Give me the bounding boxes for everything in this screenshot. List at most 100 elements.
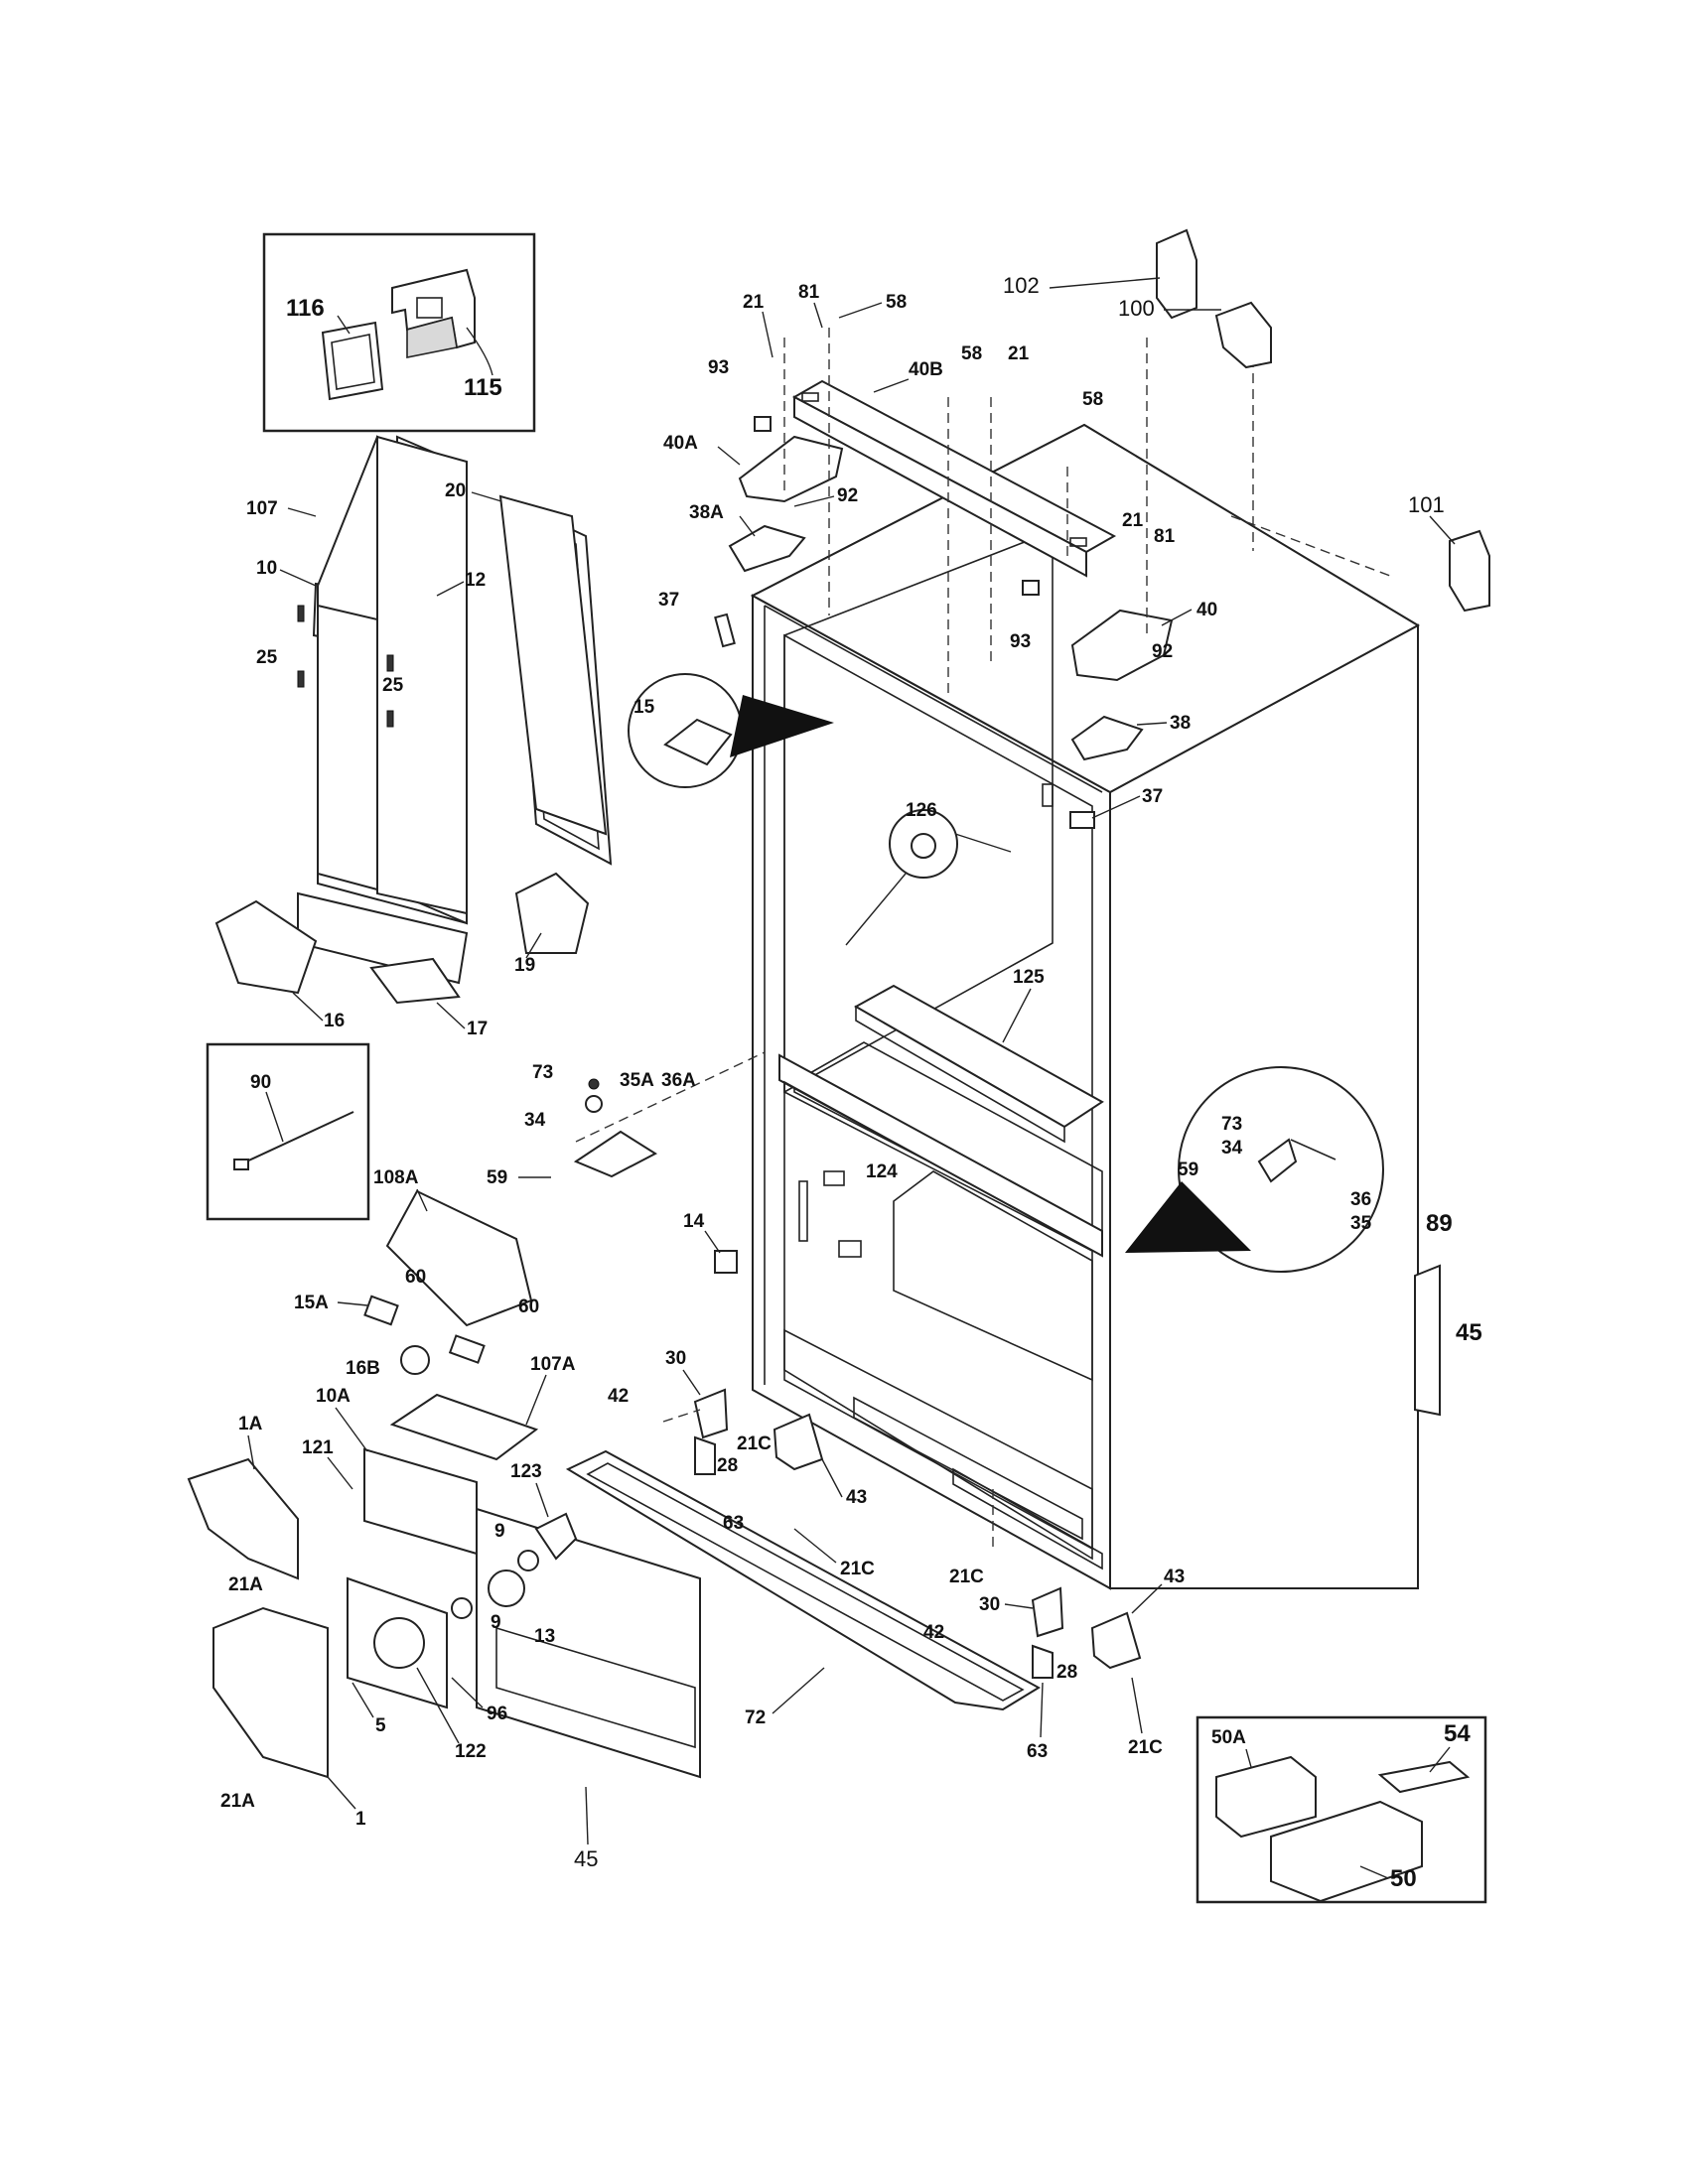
- label-101: 101: [1408, 492, 1445, 517]
- label-60a: 60: [405, 1267, 426, 1288]
- label-107: 107: [246, 498, 278, 519]
- label-72: 72: [745, 1707, 766, 1728]
- label-15: 15: [633, 697, 655, 718]
- label-5: 5: [375, 1715, 386, 1736]
- label-25a: 25: [256, 647, 278, 668]
- part-15A: [363, 1295, 399, 1326]
- label-100: 100: [1118, 296, 1155, 321]
- part-63b: [1032, 1644, 1054, 1679]
- label-28b: 28: [1056, 1662, 1077, 1683]
- part-115-actuator: [391, 268, 476, 358]
- label-16B: 16B: [346, 1358, 380, 1379]
- label-21Ca: 21C: [737, 1433, 772, 1454]
- part-89-side: [1414, 1264, 1441, 1417]
- label-42a: 42: [608, 1386, 629, 1407]
- label-81b: 81: [1154, 526, 1176, 547]
- label-43b: 43: [1164, 1567, 1185, 1587]
- part-13-motor: [488, 1570, 525, 1607]
- label-116: 116: [286, 295, 325, 322]
- label-73a: 73: [532, 1062, 553, 1083]
- part-63a: [694, 1435, 716, 1475]
- label-81a: 81: [798, 282, 820, 303]
- label-38: 38: [1170, 713, 1191, 734]
- label-21c: 21: [1122, 510, 1144, 531]
- label-9b: 9: [491, 1612, 501, 1633]
- label-58a: 58: [886, 292, 907, 313]
- part-122-fan: [373, 1617, 425, 1669]
- label-45b: 45: [574, 1846, 598, 1871]
- part-101: [1449, 529, 1490, 613]
- label-108A: 108A: [373, 1167, 419, 1188]
- part-9b: [451, 1597, 473, 1619]
- label-107A: 107A: [530, 1354, 576, 1375]
- part-37b: [1069, 811, 1095, 829]
- label-30a: 30: [665, 1348, 686, 1369]
- part-16B: [400, 1345, 430, 1375]
- label-37b: 37: [1142, 786, 1163, 807]
- label-96: 96: [487, 1704, 507, 1724]
- label-16: 16: [324, 1011, 345, 1031]
- label-10: 10: [256, 558, 277, 579]
- label-121: 121: [302, 1437, 334, 1458]
- light-socket-126: [911, 833, 936, 859]
- part-34a: [585, 1095, 603, 1113]
- part-rear-panel: [476, 1507, 701, 1779]
- part-50A: [1215, 1755, 1317, 1839]
- label-34a: 34: [524, 1110, 546, 1131]
- part-19: [514, 872, 590, 954]
- label-90: 90: [250, 1072, 271, 1093]
- part-35A: [573, 1130, 658, 1178]
- inset-box-ice-chute: [262, 232, 536, 433]
- label-12: 12: [465, 570, 486, 591]
- part-1A: [187, 1457, 299, 1580]
- label-36A: 36A: [661, 1070, 696, 1091]
- label-17: 17: [467, 1019, 488, 1039]
- part-123: [534, 1512, 578, 1561]
- label-21Cc: 21C: [949, 1567, 984, 1587]
- inset-box-control: [1196, 1715, 1487, 1904]
- label-50A: 50A: [1211, 1727, 1246, 1748]
- part-107A: [389, 1393, 539, 1461]
- label-59a: 59: [487, 1167, 507, 1188]
- label-93b: 93: [1010, 631, 1031, 652]
- part-90-wire: [241, 1111, 354, 1164]
- label-122: 122: [455, 1741, 487, 1762]
- label-14: 14: [683, 1211, 705, 1232]
- part-14: [714, 1250, 738, 1274]
- label-124: 124: [866, 1161, 898, 1182]
- label-126: 126: [906, 800, 937, 821]
- label-37a: 37: [658, 590, 679, 611]
- part-38A: [728, 524, 806, 573]
- label-45a: 45: [1456, 1319, 1482, 1346]
- part-28b: [1090, 1611, 1142, 1670]
- label-13: 13: [534, 1626, 555, 1647]
- part-40B-hinge-bar: [791, 379, 1117, 578]
- label-92a: 92: [837, 485, 858, 506]
- part-102: [1156, 228, 1197, 320]
- part-16: [214, 899, 318, 995]
- label-1A: 1A: [238, 1414, 263, 1434]
- label-63a: 63: [723, 1513, 744, 1534]
- part-54: [1377, 1760, 1471, 1794]
- part-20: [498, 494, 608, 836]
- label-21Cb: 21C: [840, 1559, 875, 1579]
- label-9a: 9: [494, 1521, 505, 1542]
- label-63b: 63: [1027, 1741, 1048, 1762]
- cabinet: [750, 423, 1421, 1590]
- label-54: 54: [1444, 1720, 1471, 1747]
- label-93a: 93: [708, 357, 729, 378]
- part-30b: [1031, 1586, 1064, 1638]
- part-10A: [363, 1447, 478, 1556]
- label-19: 19: [514, 955, 535, 976]
- label-40B: 40B: [909, 359, 943, 380]
- label-40: 40: [1196, 600, 1217, 620]
- label-28a: 28: [717, 1455, 738, 1476]
- part-9a: [517, 1550, 539, 1571]
- label-115: 115: [464, 374, 502, 401]
- label-58b: 58: [961, 343, 982, 364]
- label-21Aa: 21A: [228, 1574, 263, 1595]
- part-40A-hinge: [738, 435, 844, 503]
- label-59b: 59: [1178, 1160, 1198, 1180]
- label-21Cd: 21C: [1128, 1737, 1163, 1758]
